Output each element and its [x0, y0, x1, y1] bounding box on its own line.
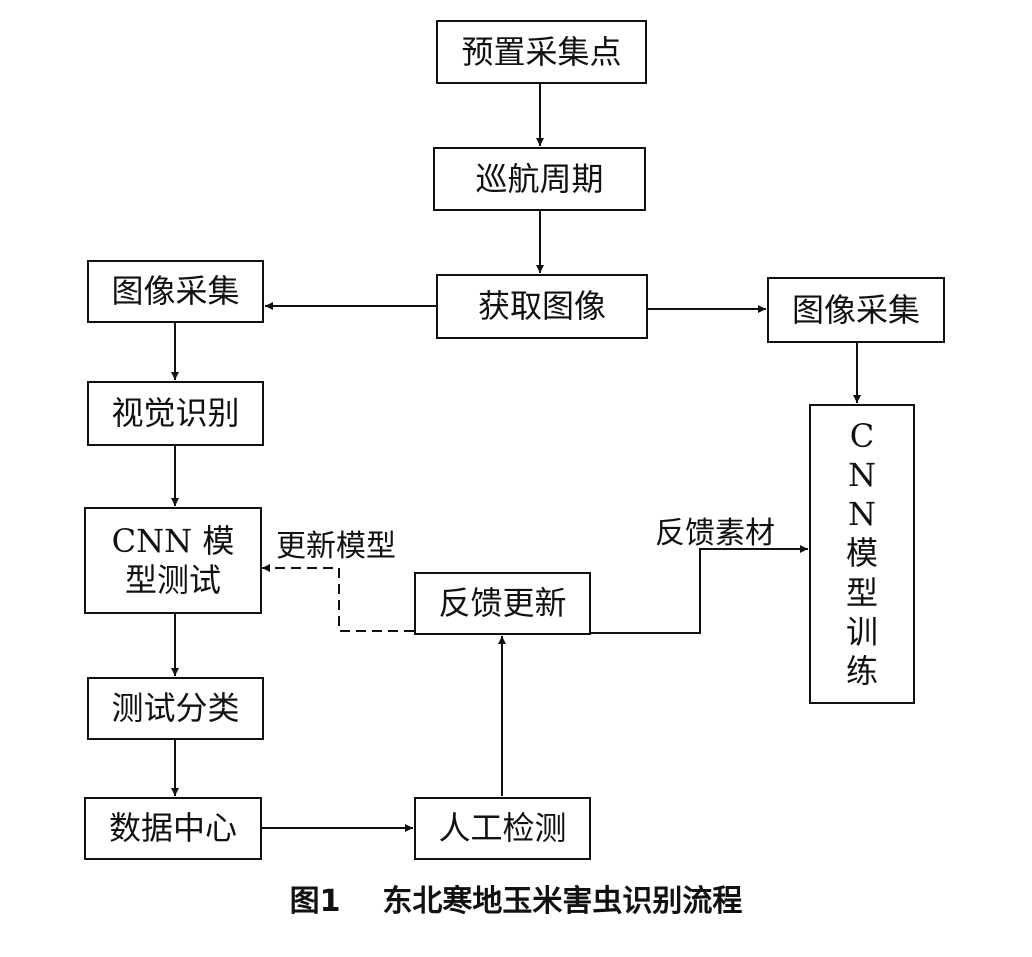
node-label: 巡航周期	[475, 159, 604, 198]
node-cruise-cycle: 巡航周期	[433, 147, 646, 211]
node-label: 图像采集	[791, 290, 920, 329]
node-image-collection-left: 图像采集	[87, 260, 264, 323]
node-cnn-model-test: CNN 模 型测试	[84, 507, 262, 614]
edge-label-update-model: 更新模型	[276, 529, 396, 564]
node-label-line-2: 型测试	[124, 560, 221, 599]
edge-label-feedback-material: 反馈素材	[655, 516, 775, 551]
node-manual-inspection: 人工检测	[414, 797, 591, 860]
node-label: 获取图像	[477, 287, 606, 326]
node-test-classification: 测试分类	[87, 677, 264, 740]
node-data-center: 数据中心	[84, 797, 262, 860]
figure-caption: 图1 东北寒地玉米害虫识别流程	[289, 884, 743, 919]
node-cnn-model-training: C N N 模 型 训 练	[809, 404, 915, 704]
arrow-feedback-update-to-cnn-train	[590, 545, 808, 634]
node-visual-recognition: 视觉识别	[87, 381, 264, 446]
node-preset-collection-points: 预置采集点	[436, 20, 647, 84]
node-char: 型	[845, 573, 878, 612]
node-label: 测试分类	[111, 689, 240, 728]
node-image-collection-right: 图像采集	[767, 277, 945, 343]
node-label: 视觉识别	[111, 394, 240, 433]
node-char: 模	[845, 534, 878, 573]
node-label: 图像采集	[111, 272, 240, 311]
node-char: N	[848, 495, 876, 534]
node-label: 预置采集点	[461, 32, 622, 71]
node-label: 人工检测	[438, 809, 567, 848]
node-label: 反馈更新	[438, 584, 567, 623]
node-acquire-image: 获取图像	[436, 274, 648, 339]
node-char: 练	[845, 651, 878, 690]
node-char: N	[848, 456, 876, 495]
node-label-line-1: CNN 模	[111, 522, 235, 561]
node-char: C	[849, 417, 875, 456]
node-label: 数据中心	[108, 809, 237, 848]
dashed-arrow-feedback-update-to-cnn-test	[262, 564, 414, 632]
node-feedback-update: 反馈更新	[414, 572, 591, 635]
node-char: 训	[845, 612, 878, 651]
